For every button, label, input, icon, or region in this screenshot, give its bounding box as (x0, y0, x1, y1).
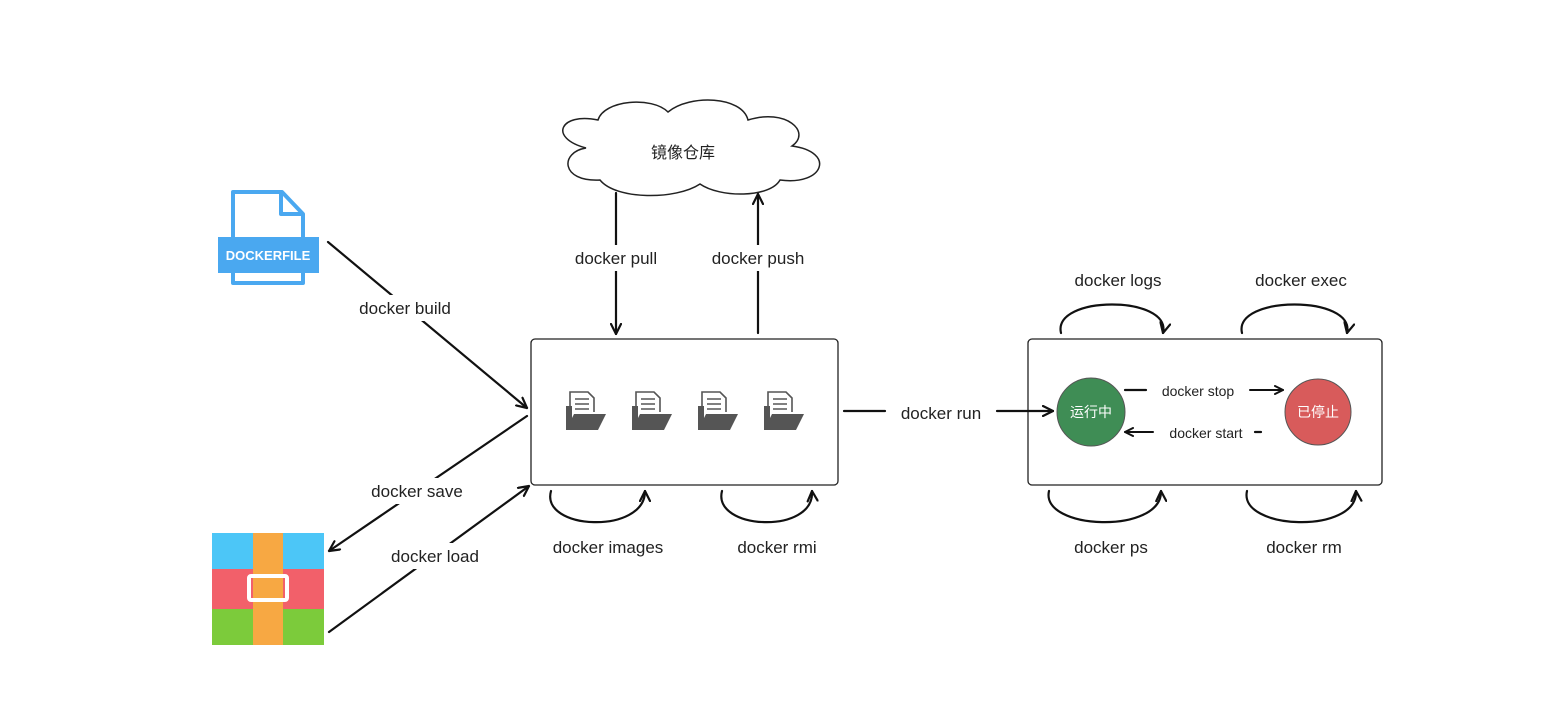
image-folder-icon (632, 391, 672, 430)
archive-icon (212, 533, 324, 645)
label-docker-exec: docker exec (1255, 271, 1347, 290)
images-loop-arrow (549, 489, 645, 524)
label-docker-ps: docker ps (1074, 538, 1148, 557)
label-docker-build: docker build (359, 299, 451, 318)
images-box (530, 338, 839, 486)
logs-loop-arrow (1059, 303, 1164, 335)
image-folder-icon (566, 391, 606, 430)
dockerfile-badge-text: DOCKERFILE (226, 248, 311, 263)
label-docker-rmi: docker rmi (737, 538, 816, 557)
pull-label-bg (566, 245, 666, 271)
label-docker-start: docker start (1169, 425, 1242, 441)
image-folder-icon (698, 391, 738, 430)
running-label: 运行中 (1070, 404, 1112, 420)
label-docker-images: docker images (553, 538, 664, 557)
dockerfile-icon: DOCKERFILE (218, 190, 319, 285)
image-folder-icon (764, 391, 804, 430)
rm-loop-arrow (1245, 489, 1357, 524)
build-label-bg (350, 295, 460, 321)
label-docker-save: docker save (371, 482, 463, 501)
label-docker-load: docker load (391, 547, 479, 566)
dockerfile-badge (218, 237, 319, 273)
load-label-bg (382, 543, 488, 569)
image-icons (566, 391, 804, 430)
build-arrow (326, 240, 529, 410)
stopped-label: 已停止 (1297, 404, 1339, 420)
running-state: 运行中 (1056, 377, 1126, 447)
ps-loop-arrow (1047, 489, 1161, 524)
push-label-bg (703, 245, 813, 271)
label-docker-rm: docker rm (1266, 538, 1342, 557)
rmi-loop-arrow (720, 489, 812, 524)
label-docker-pull: docker pull (575, 249, 657, 268)
stopped-state: 已停止 (1284, 378, 1352, 446)
registry-label: 镜像仓库 (651, 143, 715, 162)
registry-cloud: 镜像仓库 (562, 99, 821, 197)
label-docker-logs: docker logs (1075, 271, 1162, 290)
label-docker-run: docker run (901, 404, 981, 423)
exec-loop-arrow (1240, 303, 1348, 335)
label-docker-stop: docker stop (1162, 383, 1235, 399)
label-docker-push: docker push (712, 249, 805, 268)
save-label-bg (364, 478, 470, 504)
